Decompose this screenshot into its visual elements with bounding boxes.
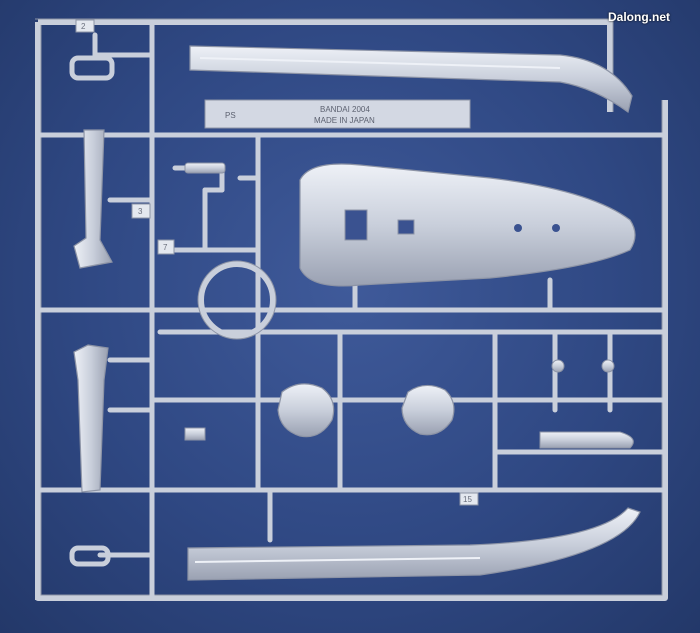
part-label-15: 15 [463,495,472,504]
body-plate-slot [344,209,368,241]
clip-part [184,427,206,441]
short-rod-part [184,162,226,174]
circular-runner [198,261,276,339]
peg-part-2 [601,359,615,373]
watermark-text: Dalong.net [608,10,670,24]
claw-part-left [277,383,335,438]
molded-text-line2: MADE IN JAPAN [314,116,375,125]
body-plate-pin-hole-2 [552,224,560,232]
body-plate-part [299,163,636,287]
hilt-part-lower [73,344,109,493]
blade-top-highlight [199,57,561,69]
part-label-7: 7 [163,243,168,252]
small-rod-part [539,431,634,449]
body-plate-pin-hole-1 [514,224,522,232]
body-plate-hole [397,219,415,235]
hilt-part-upper [73,129,113,269]
part-number-tags: 2 3 7 15 [75,19,479,506]
blade-bottom-highlight [194,557,481,563]
peg-part-1 [551,359,565,373]
small-loop-part-bottom [69,545,111,567]
molded-text-plate [204,99,471,129]
molded-text-code: PS [225,111,236,120]
claw-part-right [401,384,455,436]
part-label-2: 2 [81,22,86,31]
circular-runner-edge [197,260,277,340]
blade-part-bottom [187,507,641,581]
sprue-runners [35,19,668,601]
molded-text-line1: BANDAI 2004 [320,105,370,114]
small-loop-part-top [69,55,115,81]
part-label-3: 3 [138,207,143,216]
blade-part-top [189,45,633,114]
